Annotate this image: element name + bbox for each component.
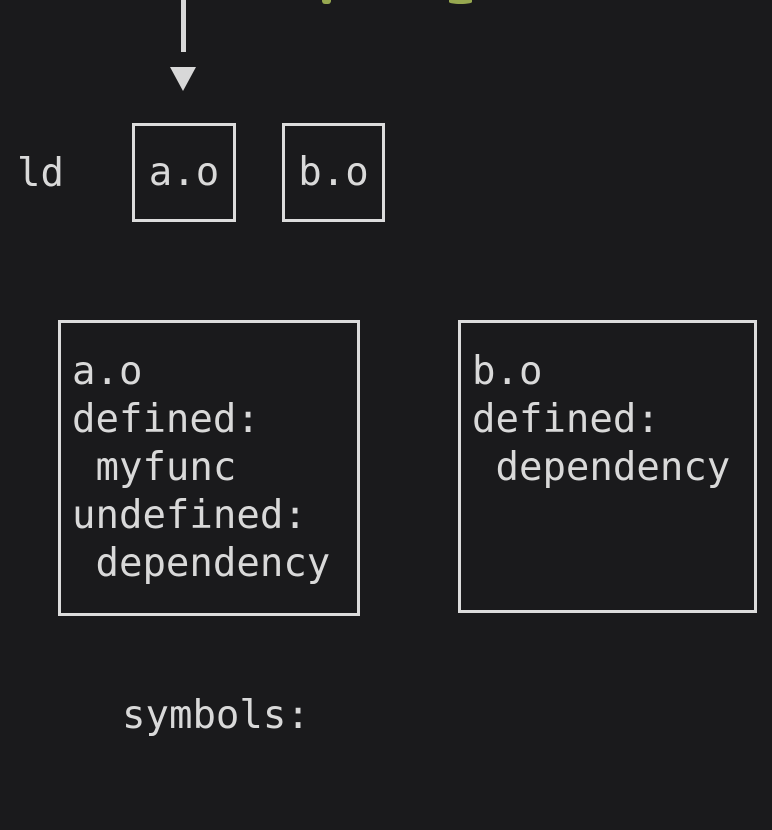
symbol-table-box-b: b.o defined: dependency bbox=[458, 320, 757, 613]
down-arrow-shaft bbox=[181, 0, 186, 52]
clipped-green-glyph-fragment-2 bbox=[449, 0, 472, 4]
object-file-label-a: a.o bbox=[148, 149, 220, 195]
symbol-table-text-a: a.o defined: myfunc undefined: dependenc… bbox=[72, 349, 331, 586]
object-file-box-b: b.o bbox=[282, 123, 385, 222]
clipped-green-glyph-fragment-1 bbox=[322, 0, 331, 4]
down-arrow-head-icon bbox=[170, 67, 196, 91]
symbol-table-box-a: a.o defined: myfunc undefined: dependenc… bbox=[58, 320, 360, 616]
symbol-table-text-b: b.o defined: dependency bbox=[472, 349, 731, 490]
object-file-box-a: a.o bbox=[132, 123, 236, 222]
linker-label: ld bbox=[17, 151, 64, 196]
object-file-label-b: b.o bbox=[298, 149, 369, 195]
symbols-caption: symbols: bbox=[122, 693, 310, 738]
